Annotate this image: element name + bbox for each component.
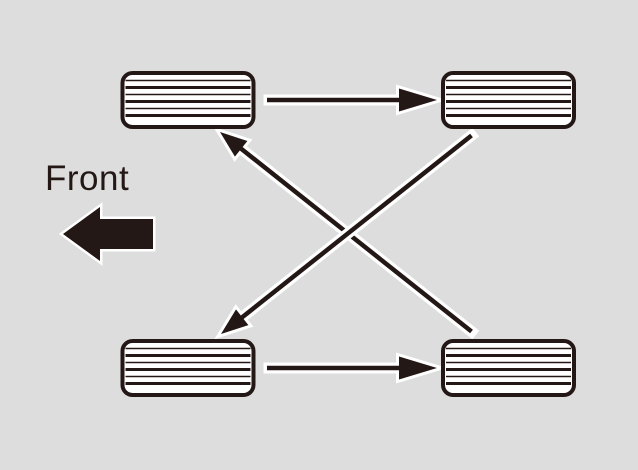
tire-top-right	[441, 71, 576, 129]
arrow-top-right-to-bottom-left	[214, 127, 480, 340]
arrow-top-left-to-top-right	[263, 84, 448, 116]
tire-top-left	[120, 71, 256, 129]
front-label: Front	[45, 159, 129, 198]
tire-bottom-left	[120, 339, 256, 397]
tire-bottom-right	[441, 339, 576, 397]
arrow-shaft	[235, 133, 473, 324]
arrow-bottom-left-to-bottom-right	[263, 352, 448, 384]
front-direction-arrow	[58, 202, 156, 266]
arrow-bottom-right-to-top-left	[213, 126, 480, 340]
arrow-shaft	[234, 142, 473, 334]
front-indicator: Front	[45, 159, 156, 266]
